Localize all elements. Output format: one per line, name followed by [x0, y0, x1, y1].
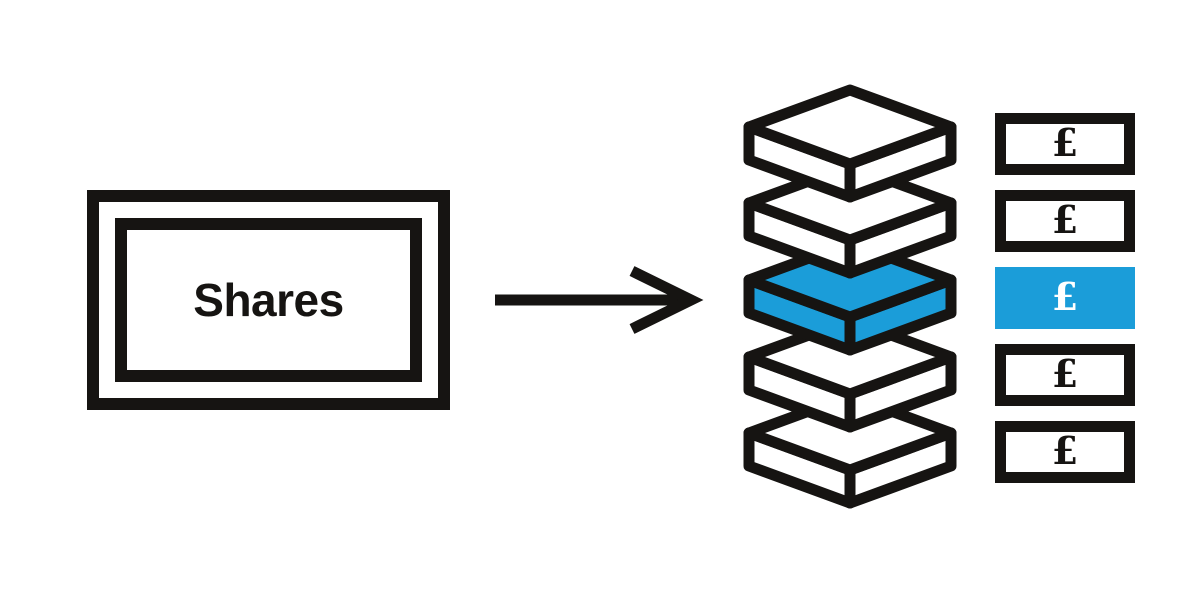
pound-symbol: £ [1051, 351, 1079, 396]
pound-symbol: £ [1051, 197, 1079, 242]
shares-label: Shares [193, 274, 344, 326]
layer-stack [743, 84, 957, 509]
slab-top-face [743, 84, 957, 170]
stack-layer-1 [743, 84, 957, 203]
pound-symbol: £ [1051, 428, 1079, 473]
slab-top-face [743, 160, 957, 246]
pound-symbol: £ [1051, 274, 1079, 319]
pound-note-4: £ [995, 344, 1135, 406]
slab-top-face [743, 237, 957, 323]
slab-top-face [743, 390, 957, 476]
stack-layer-4 [743, 314, 957, 433]
pound-note-5: £ [995, 421, 1135, 483]
slab-top-face [743, 314, 957, 400]
pound-symbol: £ [1051, 120, 1079, 165]
pound-note-2: £ [995, 190, 1135, 252]
shares-box: Shares [87, 190, 450, 410]
shares-box-inner: Shares [115, 218, 422, 382]
pound-note-1: £ [995, 113, 1135, 175]
right-arrow-icon [495, 266, 704, 334]
pound-column: £ £ £ £ £ [995, 113, 1135, 483]
stack-layer-5 [743, 390, 957, 509]
stack-layer-3-highlighted [743, 237, 957, 356]
arrow-head [629, 266, 704, 334]
stack-layer-2 [743, 160, 957, 279]
pound-note-3-highlighted: £ [995, 267, 1135, 329]
